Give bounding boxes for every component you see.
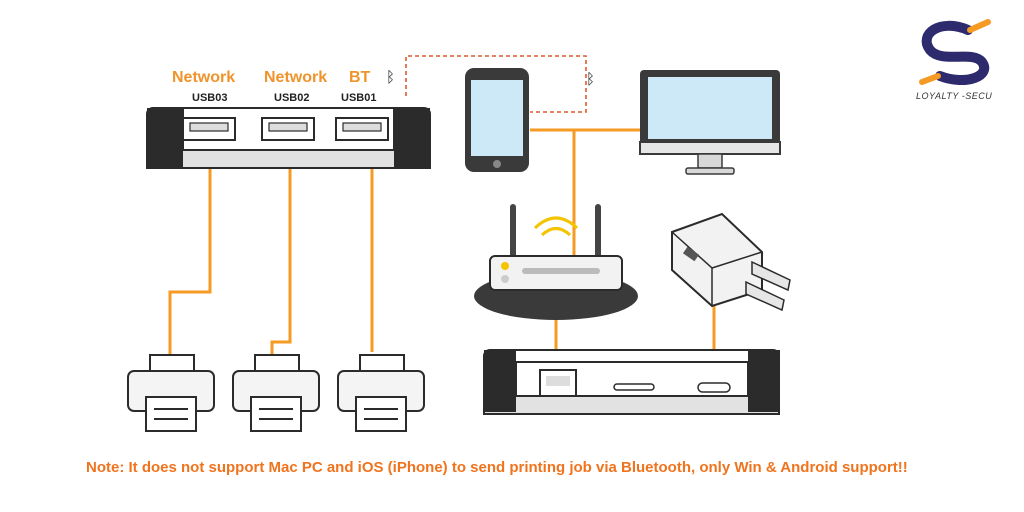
printer-icon	[232, 354, 320, 432]
logo-text: LOYALTY -SECU	[916, 91, 992, 101]
label-usb02: USB02	[274, 92, 309, 104]
wire-usb02-printer2	[270, 140, 292, 362]
printer-icon	[337, 354, 425, 432]
smartphone-icon	[465, 68, 529, 172]
label-network-2: Network	[264, 69, 327, 86]
label-bt: BT	[349, 69, 371, 86]
usb-c-port	[697, 382, 731, 393]
wires	[168, 128, 716, 372]
wifi-signal-icon	[533, 216, 579, 230]
loyalty-secu-logo: LOYALTY -SECU	[916, 19, 992, 101]
print-server-hub	[146, 107, 431, 169]
bluetooth-icon: ᛒ	[386, 68, 395, 86]
sd-card-slot	[613, 383, 655, 391]
label-usb03: USB03	[192, 92, 227, 104]
printer-icon	[127, 354, 215, 432]
power-adapter-icon	[671, 212, 791, 312]
label-usb01: USB01	[341, 92, 376, 104]
bluetooth-link-dashed	[405, 55, 587, 113]
bluetooth-icon: ᛒ	[586, 70, 595, 88]
wire-usb03-printer1	[168, 140, 212, 362]
print-server-box	[483, 349, 780, 415]
label-network-1: Network	[172, 69, 235, 86]
note-text: Note: It does not support Mac PC and iOS…	[86, 459, 908, 476]
monitor-icon	[639, 70, 781, 175]
wifi-router-icon	[474, 204, 638, 320]
